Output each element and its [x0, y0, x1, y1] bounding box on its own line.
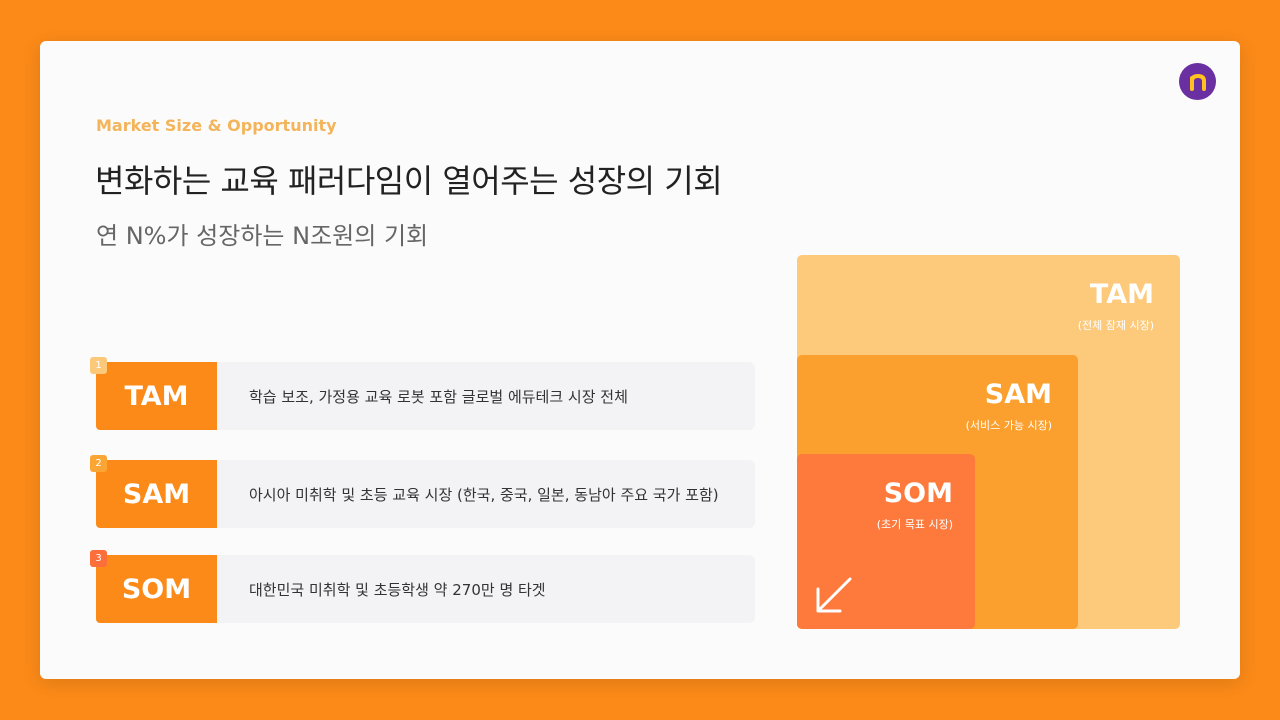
market-row-tam: TAM 학습 보조, 가정용 교육 로봇 포함 글로벌 에듀테크 시장 전체: [96, 362, 755, 430]
market-row-sam: SAM 아시아 미취학 및 초등 교육 시장 (한국, 중국, 일본, 동남아 …: [96, 460, 755, 528]
market-row-som: SOM 대한민국 미취학 및 초등학생 약 270만 명 타겟: [96, 555, 755, 623]
row-tag: SOM: [96, 555, 217, 623]
row-number-badge: 3: [90, 550, 107, 567]
n-logo-glyph: [1189, 73, 1206, 91]
tam-box-label: TAM: [1089, 279, 1154, 310]
row-tag: TAM: [96, 362, 217, 430]
row-description: 아시아 미취학 및 초등 교육 시장 (한국, 중국, 일본, 동남아 주요 국…: [249, 485, 719, 504]
sam-box-label: SAM: [984, 379, 1052, 410]
arrow-down-left-icon: [816, 577, 852, 613]
row-description: 대한민국 미취학 및 초등학생 약 270만 명 타겟: [249, 580, 546, 599]
sam-box-sublabel: (서비스 가능 시장): [965, 419, 1052, 432]
row-number-badge: 1: [90, 357, 107, 374]
page-title: 변화하는 교육 패러다임이 열어주는 성장의 기회: [95, 162, 723, 200]
n-logo-icon: [1179, 63, 1216, 100]
tam-box-sublabel: (전체 잠재 시장): [1077, 319, 1154, 332]
som-box-label: SOM: [883, 478, 953, 509]
row-description: 학습 보조, 가정용 교육 로봇 포함 글로벌 에듀테크 시장 전체: [249, 387, 628, 406]
row-number-badge: 2: [90, 455, 107, 472]
som-box-sublabel: (초기 목표 시장): [876, 518, 953, 531]
row-tag: SAM: [96, 460, 217, 528]
page-subtitle: 연 N%가 성장하는 N조원의 기회: [96, 222, 429, 250]
eyebrow-label: Market Size & Opportunity: [96, 116, 337, 135]
som-box: SOM (초기 목표 시장): [797, 454, 975, 629]
